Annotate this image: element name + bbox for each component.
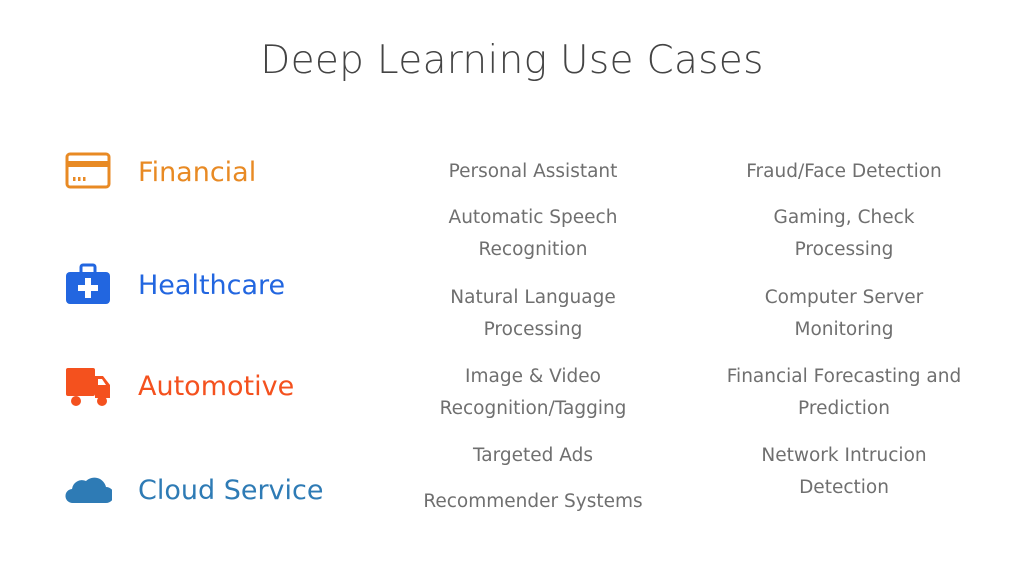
page-title: Deep Learning Use Cases	[260, 38, 764, 83]
category-healthcare: Healthcare	[64, 260, 285, 310]
use-case: Recommender Systems	[423, 491, 643, 512]
category-automotive: Automotive	[64, 361, 294, 411]
category-cloud-service: Cloud Service	[64, 465, 324, 515]
use-case: Network Intrucion Detection	[761, 445, 927, 498]
use-case: Targeted Ads	[473, 445, 593, 466]
use-case: Image & Video Recognition/Tagging	[439, 366, 627, 419]
category-financial: Financial	[64, 147, 256, 197]
use-case: Gaming, Check Processing	[773, 207, 915, 260]
cloud-icon	[65, 477, 112, 504]
category-label: Cloud Service	[138, 474, 324, 506]
category-label: Automotive	[138, 370, 295, 402]
use-case: Personal Assistant	[448, 161, 618, 182]
use-case: Fraud/Face Detection	[746, 161, 942, 182]
credit-card-icon	[65, 152, 111, 189]
truck-icon	[66, 368, 110, 406]
use-case: Automatic Speech Recognition	[448, 207, 618, 260]
use-case: Financial Forecasting and Prediction	[726, 366, 962, 419]
category-label: Financial	[138, 156, 257, 188]
medical-kit-icon	[66, 263, 110, 304]
use-case: Natural Language Processing	[450, 287, 616, 340]
category-label: Healthcare	[138, 269, 286, 301]
use-case: Computer Server Monitoring	[764, 287, 924, 340]
